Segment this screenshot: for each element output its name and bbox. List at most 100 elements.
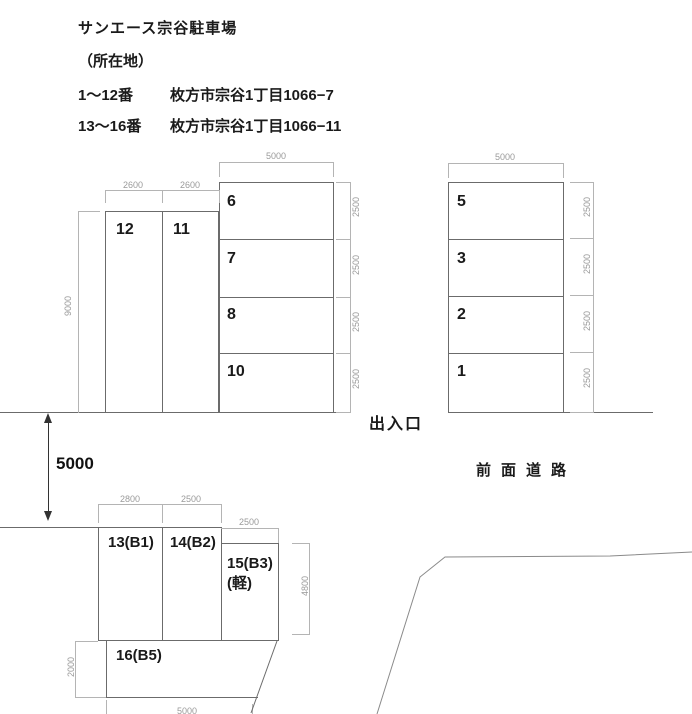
dim-label-2600-a: 2600	[122, 180, 144, 190]
front-road-line	[376, 551, 692, 714]
space-box-16: 16(B5)	[106, 640, 258, 698]
space-label-2: 2	[457, 306, 466, 323]
divider-8-10	[220, 353, 333, 354]
dim-label-4800: 4800	[300, 576, 310, 597]
dim-label-2500-kei: 2500	[238, 517, 260, 527]
dim-tick	[78, 211, 100, 212]
dim-line-2800-2500	[98, 504, 221, 505]
space-label-15-kei: (軽)	[227, 575, 252, 592]
space-label-1: 1	[457, 363, 466, 380]
space-label-15: 15(B3)	[227, 555, 273, 572]
dim-tick	[162, 504, 163, 523]
dim-label-2800: 2800	[119, 494, 141, 504]
dim-tick	[570, 238, 593, 239]
dim-line-5000-right	[448, 163, 563, 164]
dim-tick	[570, 182, 593, 183]
boundary-line-left	[0, 412, 348, 413]
dim-label-2500-lower: 2500	[180, 494, 202, 504]
dim-tick	[570, 352, 593, 353]
space-label-13: 13(B1)	[108, 534, 154, 551]
dim-label-5000-right: 5000	[494, 152, 516, 162]
space-label-7: 7	[227, 250, 236, 267]
dim-tick	[336, 297, 350, 298]
dim-line-2000	[75, 641, 76, 698]
dim-label-2500-right-1: 2500	[582, 197, 592, 218]
dim-tick	[75, 697, 106, 698]
dim-line-5000-mid	[219, 162, 333, 163]
space-label-5: 5	[457, 193, 466, 210]
dim-tick	[333, 162, 334, 177]
gap-width-label: 5000	[56, 454, 94, 473]
dim-tick	[98, 504, 99, 523]
address-row-1: 1〜12番 枚方市宗谷1丁目1066−7	[78, 84, 334, 105]
front-road-label: 前面道路	[476, 462, 577, 479]
divider-7-8	[220, 297, 333, 298]
dim-label-2600-b: 2600	[179, 180, 201, 190]
space-box-15: 15(B3) (軽)	[221, 543, 279, 641]
dim-label-2500-right-2: 2500	[582, 254, 592, 275]
dim-tick	[292, 634, 309, 635]
dim-tick	[570, 412, 593, 413]
space-group-5-3-2-1: 5 3 2 1	[448, 182, 564, 413]
dim-label-2000: 2000	[66, 657, 76, 678]
location-heading: （所在地）	[78, 53, 154, 70]
dim-label-5000-bottom: 5000	[176, 706, 198, 714]
divider-5-3	[449, 239, 563, 240]
dim-tick	[292, 543, 309, 544]
space-label-11: 11	[173, 221, 190, 238]
dim-line-9000	[78, 211, 79, 413]
dim-tick	[219, 162, 220, 177]
boundary-line-right	[448, 412, 653, 413]
dim-tick	[336, 182, 350, 183]
space-label-3: 3	[457, 250, 466, 267]
lower-boundary-line	[0, 527, 99, 528]
dim-line-2500-mid-col	[350, 182, 351, 413]
space-label-16: 16(B5)	[116, 647, 162, 664]
divider-6-7	[220, 239, 333, 240]
dim-label-2500-mid-1: 2500	[351, 197, 361, 218]
dim-label-2500-right-3: 2500	[582, 311, 592, 332]
space-label-10: 10	[227, 363, 245, 380]
dim-tick	[336, 353, 350, 354]
space-label-6: 6	[227, 193, 236, 210]
dim-line-4800	[309, 543, 310, 635]
address-row-2: 13〜16番枚方市宗谷1丁目1066−11	[78, 115, 341, 136]
dim-tick	[106, 700, 107, 714]
dim-tick	[221, 504, 222, 523]
divider-13-14	[162, 528, 163, 640]
dim-line-2500-kei	[221, 528, 278, 529]
dim-label-2500-mid-4: 2500	[351, 369, 361, 390]
arrow-down-icon	[44, 511, 52, 521]
dim-tick	[448, 163, 449, 178]
address-range-1: 1〜12番	[78, 87, 134, 104]
arrow-up-icon	[44, 413, 52, 423]
space-label-14: 14(B2)	[170, 534, 216, 551]
divider-3-2	[449, 296, 563, 297]
dim-tick	[219, 190, 220, 203]
divider-2-1	[449, 353, 563, 354]
divider-12-11	[162, 212, 163, 412]
space-group-12-11: 12 11	[105, 211, 219, 413]
dim-tick	[336, 412, 350, 413]
dim-line-2500-right-col	[593, 182, 594, 413]
gap-arrow-line	[48, 421, 49, 513]
address-text-2: 枚方市宗谷1丁目1066−11	[170, 118, 342, 135]
dim-label-9000: 9000	[63, 296, 73, 317]
dim-label-2500-mid-2: 2500	[351, 255, 361, 276]
page-title: サンエース宗谷駐車場	[78, 20, 238, 37]
entrance-label: 出入口	[369, 416, 424, 433]
dim-tick	[105, 190, 106, 203]
dim-tick	[162, 190, 163, 203]
space-label-8: 8	[227, 306, 236, 323]
dim-tick	[252, 704, 253, 714]
space-group-6-7-8-10: 6 7 8 10	[219, 182, 334, 413]
dim-tick	[570, 295, 593, 296]
dim-tick	[563, 163, 564, 178]
dim-label-2500-right-4: 2500	[582, 368, 592, 389]
address-text-1: 枚方市宗谷1丁目1066−7	[170, 87, 334, 104]
dim-tick	[336, 239, 350, 240]
dim-label-2500-mid-3: 2500	[351, 312, 361, 333]
space-label-12: 12	[116, 221, 134, 238]
dim-tick	[278, 528, 279, 543]
